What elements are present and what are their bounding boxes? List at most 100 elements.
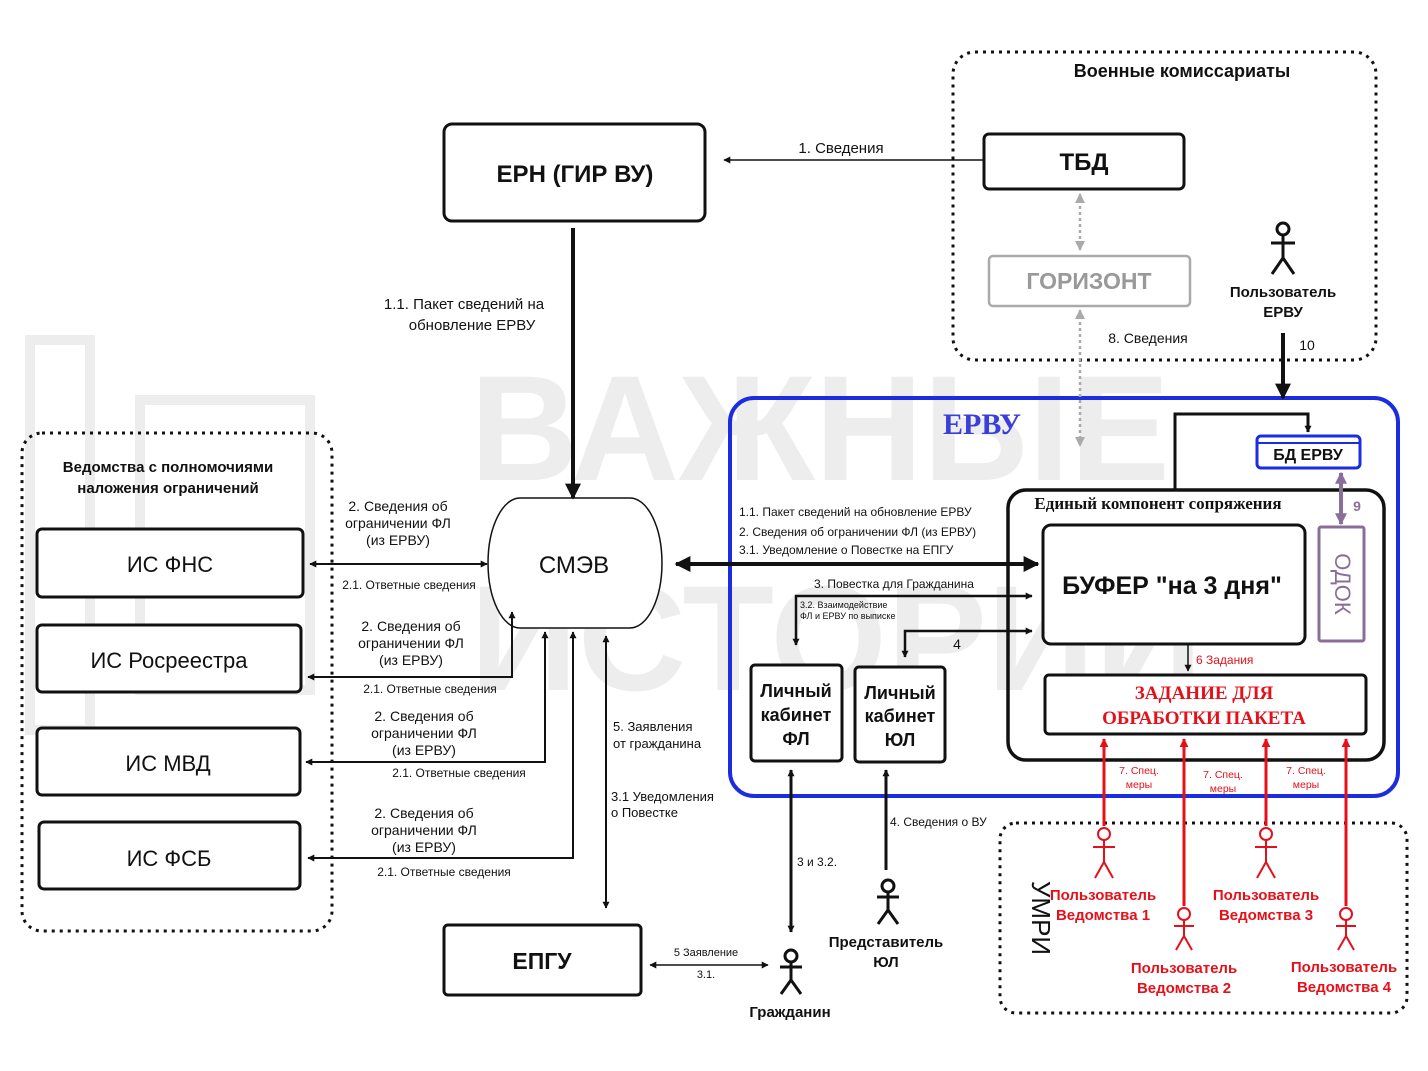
edge-smev-fns-resp: 2.1. Ответные сведения xyxy=(342,578,476,592)
node-lk-yl-label-3: ЮЛ xyxy=(885,730,916,750)
edge-lkyl-bufer-label: 4 xyxy=(953,636,961,652)
actor-rep-yl-label-1: Представитель xyxy=(829,934,944,951)
node-is-fns: ИС ФНС xyxy=(35,527,305,599)
edge-dept2-task-label-1: 7. Спец. xyxy=(1203,769,1243,781)
actor-dept-1-label-1: Пользователь xyxy=(1050,887,1156,904)
node-smev-label: СМЭВ xyxy=(539,552,609,579)
edge-smev-bufer: 1.1. Пакет сведений на обновление ЕРВУ 2… xyxy=(674,505,1040,572)
node-epgu: ЕПГУ xyxy=(442,923,643,997)
node-gorizont: ГОРИЗОНТ xyxy=(987,254,1192,308)
node-smev: СМЭВ xyxy=(487,497,663,629)
edge-povestka-label: 3. Повестка для Гражданина xyxy=(814,577,974,591)
edge-povestka: 3. Повестка для Гражданина 3.2. Взаимоде… xyxy=(792,577,1033,646)
edge-smev-mvd-req-1: 2. Сведения об xyxy=(374,708,473,724)
person-icon xyxy=(1270,221,1296,275)
person-icon xyxy=(1174,907,1194,951)
actor-dept-1-label-2: Ведомства 1 xyxy=(1056,907,1150,924)
node-odok-label: ОДОК xyxy=(1330,553,1355,615)
edge-epgu-citizen-label-2: 3.1. xyxy=(697,969,715,981)
actor-dept-3-label-1: Пользователь xyxy=(1213,887,1319,904)
edge-lkfl-citizen: 3 и 3.2. xyxy=(787,769,837,933)
edge-smev-fns-req-2: ограничении ФЛ xyxy=(345,515,451,531)
edge-ern-smev-label-2: обновление ЕРВУ xyxy=(409,317,536,334)
node-lk-yl-label-2: кабинет xyxy=(865,706,936,726)
person-icon xyxy=(1255,827,1277,879)
edge-lkfl-citizen-label: 3 и 3.2. xyxy=(797,855,837,869)
node-tbd-label: ТБД xyxy=(1059,149,1108,176)
person-icon xyxy=(1336,907,1356,951)
node-task-label-2: ОБРАБОТКИ ПАКЕТА xyxy=(1102,708,1306,729)
node-is-rosreestr: ИС Росреестра xyxy=(35,623,303,694)
actor-user-ervu-label-2: ЕРВУ xyxy=(1263,304,1303,321)
node-lk-yl: Личный кабинет ЮЛ xyxy=(853,665,947,764)
edge-smev-fns-req-3: (из ЕРВУ) xyxy=(366,532,430,548)
edge-smev-fsb: 2. Сведения об ограничении ФЛ (из ЕРВУ) … xyxy=(307,631,577,879)
edge-smev-fns: 2. Сведения об ограничении ФЛ (из ЕРВУ) … xyxy=(309,498,488,592)
edge-ekc-bd xyxy=(1173,412,1312,490)
actor-dept-1: Пользователь Ведомства 1 xyxy=(1050,827,1156,924)
group-ekc-title: Единый компонент сопряжения xyxy=(1034,494,1281,513)
edge-smev-fsb-resp: 2.1. Ответные сведения xyxy=(377,865,511,879)
node-bufer: БУФЕР "на 3 дня" xyxy=(1041,523,1307,646)
edge-bufer-task-label: 6 Задания xyxy=(1196,653,1253,667)
actor-rep-yl-label-2: ЮЛ xyxy=(873,954,898,971)
edge-smev-bufer-label-2: 2. Сведения об ограничении ФЛ (из ЕРВУ) xyxy=(739,525,976,539)
edge-dept2-task: 7. Спец. меры xyxy=(1179,738,1243,906)
edge-ern-smev-label-1: 1.1. Пакет сведений на xyxy=(384,296,545,313)
edge-smev-mvd-req-3: (из ЕРВУ) xyxy=(392,742,456,758)
edge-smev-ros-req-1: 2. Сведения об xyxy=(361,618,460,634)
edge-dept1-task: 7. Спец. меры xyxy=(1099,738,1159,826)
actor-user-ervu: Пользователь ЕРВУ xyxy=(1230,221,1336,321)
node-epgu-label: ЕПГУ xyxy=(512,948,572,974)
actor-dept-4-label-2: Ведомства 4 xyxy=(1297,979,1392,996)
edge-user-bd: 10 xyxy=(1275,333,1315,400)
node-tbd: ТБД xyxy=(982,132,1186,191)
edge-vzaimodeystvie-label-2: ФЛ и ЕРВУ по выписке xyxy=(800,611,895,621)
watermark-line-1: ВАЖНЫЕ xyxy=(470,344,1170,512)
node-is-mvd-label: ИС МВД xyxy=(125,751,210,776)
group-military: Военные комиссариаты xyxy=(951,50,1378,362)
actor-dept-4-label-1: Пользователь xyxy=(1291,959,1397,976)
node-is-fsb: ИС ФСБ xyxy=(37,820,302,891)
group-agencies-title-2: наложения ограничений xyxy=(77,480,258,497)
edge-dept1-task-label-1: 7. Спец. xyxy=(1119,765,1159,777)
node-task-label-1: ЗАДАНИЕ ДЛЯ xyxy=(1135,683,1274,704)
group-ervu: ЕРВУ xyxy=(728,396,1400,798)
group-military-title: Военные комиссариаты xyxy=(1074,61,1291,81)
edge-smev-ros-req-2: ограничении ФЛ xyxy=(358,635,464,651)
group-ervu-title: ЕРВУ xyxy=(943,408,1021,441)
node-task: ЗАДАНИЕ ДЛЯ ОБРАБОТКИ ПАКЕТА xyxy=(1043,673,1368,736)
node-lk-yl-label-1: Личный xyxy=(864,683,935,703)
edge-vzaimodeystvie-label-1: 3.2. Взаимодействие xyxy=(800,600,887,610)
edge-smev-ros-req-3: (из ЕРВУ) xyxy=(379,652,443,668)
edge-rep-lkyl: 4. Сведения о ВУ xyxy=(882,769,987,870)
person-icon xyxy=(779,948,803,995)
edge-dept3-task-label-2: меры xyxy=(1293,779,1319,791)
edge-gorizont-ekc: 8. Сведения xyxy=(1075,309,1188,447)
edge-smev-ros-resp: 2.1. Ответные сведения xyxy=(363,682,497,696)
edge-smev-epgu-label-1: 5. Заявления xyxy=(613,719,692,734)
actor-rep-yl: Представитель ЮЛ xyxy=(829,878,944,971)
edge-smev-bufer-label-3: 3.1. Уведомление о Повестке на ЕПГУ xyxy=(739,543,954,557)
actor-dept-2-label-1: Пользователь xyxy=(1131,960,1237,977)
edge-bd-odok: 9 xyxy=(1335,471,1361,526)
actor-citizen-label: Гражданин xyxy=(749,1004,830,1021)
actor-dept-3: Пользователь Ведомства 3 xyxy=(1213,827,1319,924)
actor-dept-4: Пользователь Ведомства 4 xyxy=(1291,907,1397,996)
edge-smev-fsb-req-1: 2. Сведения об xyxy=(374,805,473,821)
edge-dept3-task-label-1: 7. Спец. xyxy=(1286,765,1326,777)
node-is-fsb-label: ИС ФСБ xyxy=(127,846,212,871)
edge-smev-epgu-label-3: 3.1 Уведомления xyxy=(611,789,714,804)
edge-smev-mvd-req-2: ограничении ФЛ xyxy=(371,725,477,741)
edge-tbd-ern: 1. Сведения xyxy=(723,140,983,164)
edge-ern-smev: 1.1. Пакет сведений на обновление ЕРВУ xyxy=(384,228,581,500)
edge-rep-lkyl-label: 4. Сведения о ВУ xyxy=(890,815,987,829)
actor-user-ervu-label-1: Пользователь xyxy=(1230,284,1336,301)
node-is-fns-label: ИС ФНС xyxy=(127,552,213,577)
node-ern: ЕРН (ГИР ВУ) xyxy=(442,122,707,223)
node-odok: ОДОК xyxy=(1317,525,1366,643)
edge-bd-odok-label: 9 xyxy=(1353,498,1361,514)
edge-epgu-citizen-label-1: 5 Заявление xyxy=(674,947,738,959)
node-lk-fl-label-2: кабинет xyxy=(761,705,832,725)
